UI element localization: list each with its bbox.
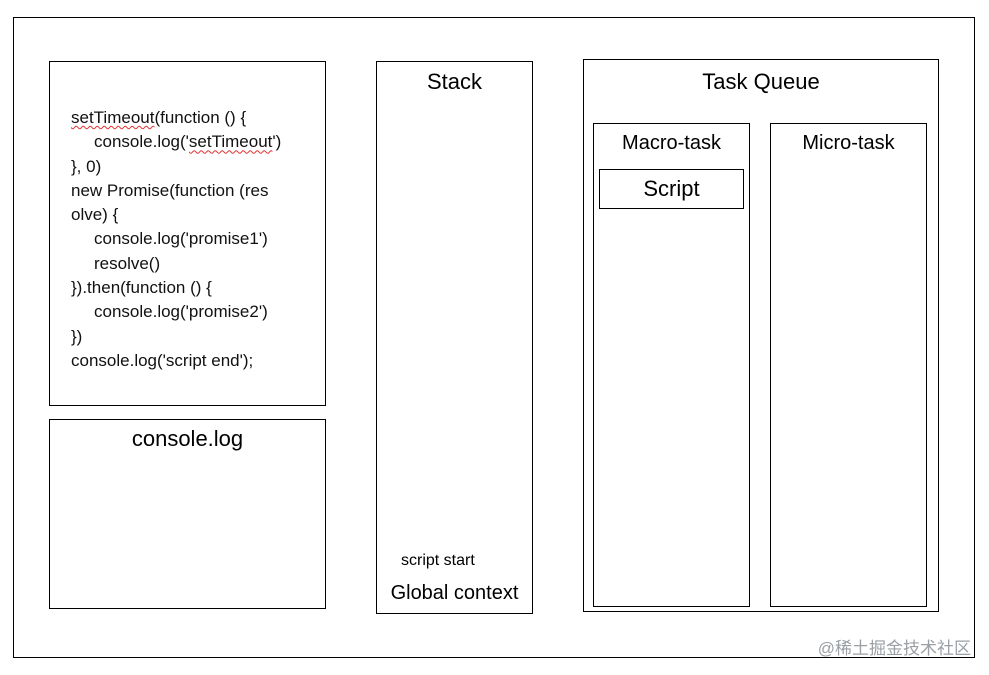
- call-stack-panel: Stack script start Global context: [376, 61, 533, 614]
- stack-frame: Global context: [390, 582, 519, 604]
- code-line: }, 0): [71, 156, 102, 176]
- watermark: @稀土掘金技术社区: [817, 639, 971, 658]
- code-line: console.log('promise1'): [94, 229, 268, 249]
- code-panel: setTimeout(function () { console.log('se…: [49, 61, 326, 406]
- stack-frame: script start: [401, 552, 475, 569]
- console-panel: console.log: [49, 419, 326, 609]
- code-line: new Promise(function (res: [71, 180, 269, 200]
- code-line: }).then(function () {: [71, 278, 212, 298]
- macro-task-item-label: Script: [643, 176, 700, 201]
- code-line: olve) {: [71, 205, 119, 225]
- code-line: console.log('script end');: [71, 350, 254, 370]
- code-block: setTimeout(function () { console.log('se…: [71, 106, 281, 373]
- code-line: console.log('setTimeout'): [94, 132, 282, 152]
- code-line: setTimeout(function () {: [71, 108, 247, 127]
- code-token-settimeout: setTimeout: [71, 108, 155, 127]
- code-token-settimeout-string: setTimeout: [188, 132, 273, 152]
- micro-task-queue: Micro-task: [770, 123, 927, 607]
- code-line: resolve(): [94, 253, 161, 273]
- macro-task-item: Script: [599, 169, 744, 209]
- macro-task-title: Macro-task: [622, 132, 721, 154]
- console-title: console.log: [131, 426, 244, 451]
- code-line: }): [71, 326, 83, 346]
- code-line: console.log('promise2'): [94, 302, 268, 322]
- task-queue-title: Task Queue: [702, 69, 820, 94]
- micro-task-title: Micro-task: [802, 132, 895, 154]
- stack-title: Stack: [426, 69, 483, 94]
